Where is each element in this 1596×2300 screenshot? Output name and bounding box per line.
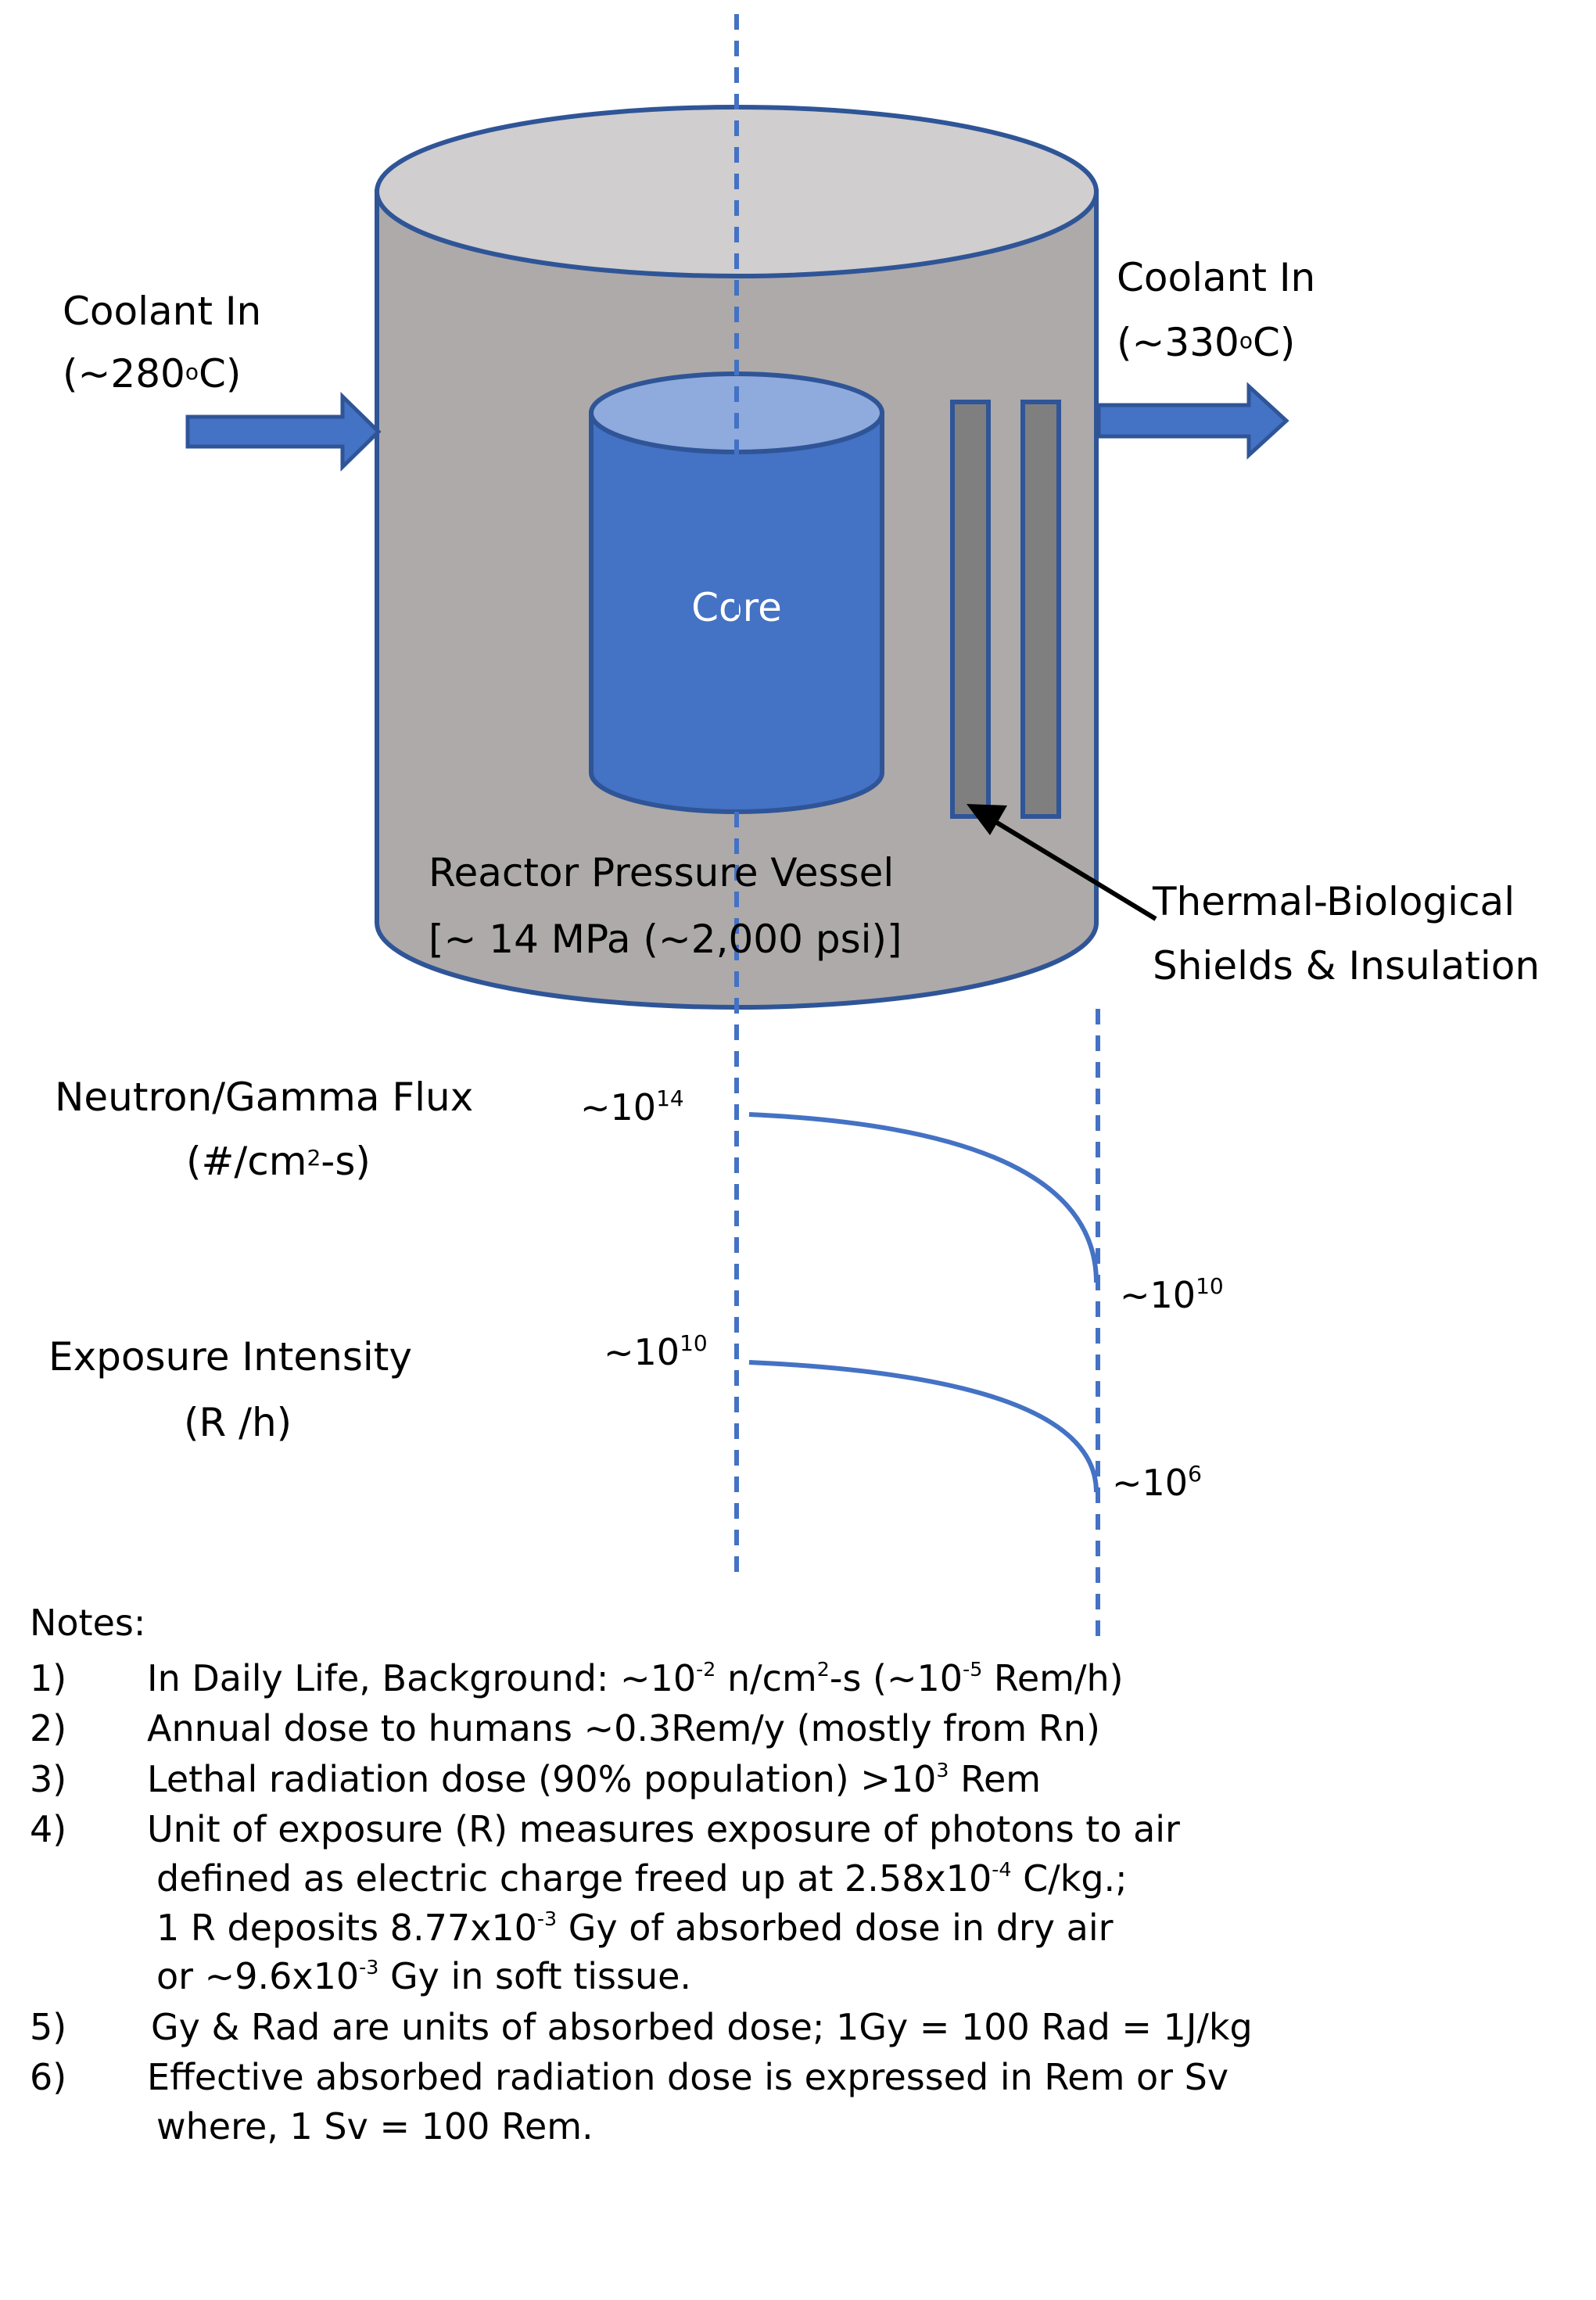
note-line: Unit of exposure (R) measures exposure o…	[147, 1808, 1180, 1851]
note-text: Lethal radiation dose (90% population) >…	[147, 1757, 1042, 1800]
note-number: 5)	[30, 2005, 67, 2048]
coolant-in-left-line1: Coolant In	[63, 289, 261, 334]
shield-inner	[950, 400, 991, 819]
note-text: Effective absorbed radiation dose is exp…	[147, 2058, 1578, 2146]
shield-outer	[1020, 400, 1061, 819]
note-line: where, 1 Sv = 100 Rem.	[156, 2104, 594, 2148]
note-item: 6) Effective absorbed radiation dose is …	[30, 2058, 1578, 2146]
notes-section: Notes: 1) In Daily Life, Background: ~10…	[30, 1603, 1578, 2158]
note-text: In Daily Life, Background: ~10-2 n/cm2-s…	[147, 1656, 1124, 1699]
flux-label-line2: (#/cm2-s)	[186, 1139, 371, 1184]
exposure-label-line1: Exposure Intensity	[48, 1334, 412, 1380]
note-line: Effective absorbed radiation dose is exp…	[147, 2056, 1229, 2099]
shield-label-line2: Shields & Insulation	[1153, 943, 1540, 989]
coolant-in-right-line1: Coolant In	[1117, 255, 1315, 300]
note-line: defined as electric charge freed up at 2…	[156, 1857, 1128, 1900]
exposure-label-line2: (R /h)	[184, 1400, 292, 1445]
exposure-curve	[748, 1360, 1099, 1493]
note-item: 3) Lethal radiation dose (90% population…	[30, 1757, 1578, 1800]
note-number: 4)	[30, 1808, 67, 1851]
flux-curve	[748, 1112, 1099, 1283]
flux-end-value: ~1010	[1120, 1273, 1224, 1316]
coolant-in-right-temp: (~330oC)	[1117, 320, 1295, 365]
thermal-biological-shields	[950, 400, 1061, 819]
coolant-inlet-arrow	[185, 392, 382, 472]
note-number: 1)	[30, 1656, 67, 1699]
coolant-outlet-arrow	[1096, 382, 1289, 460]
flux-label-line1: Neutron/Gamma Flux	[55, 1075, 473, 1120]
note-number: 2)	[30, 1707, 67, 1750]
note-line: or ~9.6x10-3 Gy in soft tissue.	[156, 1955, 692, 1998]
note-text: Unit of exposure (R) measures exposure o…	[147, 1810, 1578, 1996]
note-text: Annual dose to humans ~0.3Rem/y (mostly …	[147, 1707, 1100, 1750]
exposure-end-value: ~106	[1112, 1461, 1202, 1504]
note-text: Gy & Rad are units of absorbed dose; 1Gy…	[151, 2005, 1253, 2048]
vessel-label-line2: [~ 14 MPa (~2,000 psi)]	[429, 917, 902, 962]
exposure-start-value: ~1010	[604, 1330, 708, 1373]
note-item: 4) Unit of exposure (R) measures exposur…	[30, 1810, 1578, 1996]
note-item: 2) Annual dose to humans ~0.3Rem/y (most…	[30, 1709, 1578, 1749]
coolant-in-left-temp: (~280oC)	[63, 351, 241, 396]
note-item: 1) In Daily Life, Background: ~10-2 n/cm…	[30, 1656, 1578, 1699]
shield-label-line1: Thermal-Biological	[1152, 879, 1515, 924]
note-line: 1 R deposits 8.77x10-3 Gy of absorbed do…	[156, 1906, 1114, 1949]
notes-title: Notes:	[30, 1602, 146, 1644]
note-item: 5) Gy & Rad are units of absorbed dose; …	[30, 2008, 1578, 2047]
flux-start-value: ~1014	[580, 1085, 684, 1128]
vessel-label-line1: Reactor Pressure Vessel	[429, 850, 894, 895]
note-number: 6)	[30, 2056, 67, 2099]
shield-callout-arrow	[967, 804, 1157, 921]
note-number: 3)	[30, 1757, 67, 1800]
